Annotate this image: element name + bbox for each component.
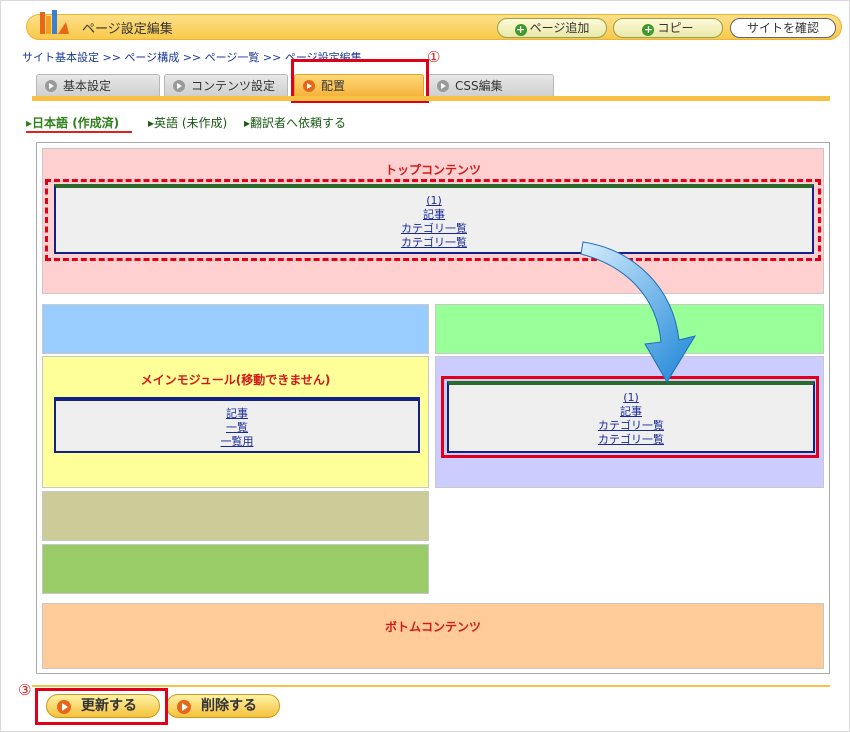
tab-css-edit[interactable]: CSS編集	[428, 74, 554, 96]
plus-icon: +	[642, 23, 655, 36]
drag-arrow-icon	[580, 241, 697, 383]
tab-label: CSS編集	[455, 79, 503, 93]
arrow-circle-icon	[437, 80, 449, 92]
update-button-highlight	[35, 688, 168, 725]
left-upper-region	[42, 304, 429, 354]
request-translator-link[interactable]: ▸翻訳者へ依頼する	[244, 116, 347, 130]
delete-label: 削除する	[201, 698, 257, 714]
moved-module-box[interactable]: (1) 記事 カテゴリ一覧 カテゴリ一覧	[447, 381, 815, 453]
target-module-highlight	[441, 376, 819, 458]
tab-label: コンテンツ設定	[191, 79, 276, 93]
action-divider	[32, 685, 830, 687]
layout-area: トップコンテンツ (1) 記事 カテゴリ一覧 カテゴリ一覧 メインモジュール(移…	[36, 142, 830, 674]
module-link[interactable]: 一覧用	[220, 435, 254, 448]
delete-button[interactable]: 削除する	[166, 694, 280, 718]
left-lower-region	[42, 544, 429, 594]
module-link[interactable]: 記事	[226, 407, 248, 420]
lang-japanese-link[interactable]: ▸日本語 (作成済)	[26, 116, 120, 130]
copy-button[interactable]: +コピー	[613, 18, 723, 38]
tab-label: 配置	[321, 79, 346, 93]
right-upper-region	[435, 304, 824, 354]
module-link[interactable]: カテゴリ一覧	[598, 419, 664, 432]
module-link[interactable]: 記事	[423, 208, 445, 221]
copy-label: コピー	[657, 21, 694, 35]
left-olive-region	[42, 491, 429, 541]
breadcrumb[interactable]: サイト基本設定 >> ページ構成 >> ページ一覧 >> ページ設定編集	[22, 51, 362, 64]
arrow-circle-icon	[45, 80, 57, 92]
site-logo-icon	[40, 10, 69, 34]
arrow-circle-icon	[57, 700, 71, 714]
lang-japanese-underline	[26, 131, 132, 133]
update-button[interactable]: 更新する	[46, 694, 160, 718]
plus-icon: +	[514, 23, 527, 36]
tab-underline	[32, 96, 830, 101]
update-label: 更新する	[81, 698, 137, 714]
tab-label: 基本設定	[63, 79, 112, 93]
top-content-title: トップコンテンツ	[384, 163, 481, 177]
module-link[interactable]: (1)	[426, 194, 442, 207]
page-title: ページ設定編集	[82, 22, 173, 37]
marker-one: ①	[427, 48, 441, 66]
lang-english-link[interactable]: ▸英語 (未作成)	[148, 116, 228, 130]
bottom-content-region: ボトムコンテンツ	[42, 603, 824, 669]
tab-layout[interactable]: 配置	[294, 74, 424, 96]
module-link[interactable]: カテゴリ一覧	[401, 236, 467, 249]
marker-three: ③	[18, 681, 32, 699]
arrow-circle-icon	[177, 700, 191, 714]
module-link[interactable]: カテゴリ一覧	[598, 433, 664, 446]
add-page-button[interactable]: +ページ追加	[497, 18, 607, 38]
bottom-content-title: ボトムコンテンツ	[384, 620, 481, 634]
layout-tab-highlight	[291, 59, 429, 103]
source-module-highlight	[45, 179, 821, 261]
main-module-box[interactable]: 記事 一覧 一覧用	[54, 397, 420, 453]
arrow-circle-icon	[303, 80, 315, 92]
module-link[interactable]: (1)	[623, 391, 639, 404]
tab-basic-settings[interactable]: 基本設定	[36, 74, 160, 96]
arrow-circle-icon	[173, 80, 185, 92]
view-site-label: サイトを確認	[746, 21, 819, 35]
module-link[interactable]: 一覧	[226, 421, 248, 434]
main-module-title: メインモジュール(移動できません)	[140, 373, 331, 387]
view-site-button[interactable]: サイトを確認	[730, 18, 836, 38]
top-module-box[interactable]: (1) 記事 カテゴリ一覧 カテゴリ一覧	[54, 184, 814, 254]
module-link[interactable]: 記事	[620, 405, 642, 418]
module-link[interactable]: カテゴリ一覧	[401, 222, 467, 235]
add-page-label: ページ追加	[529, 21, 590, 35]
tab-content-settings[interactable]: コンテンツ設定	[164, 74, 288, 96]
